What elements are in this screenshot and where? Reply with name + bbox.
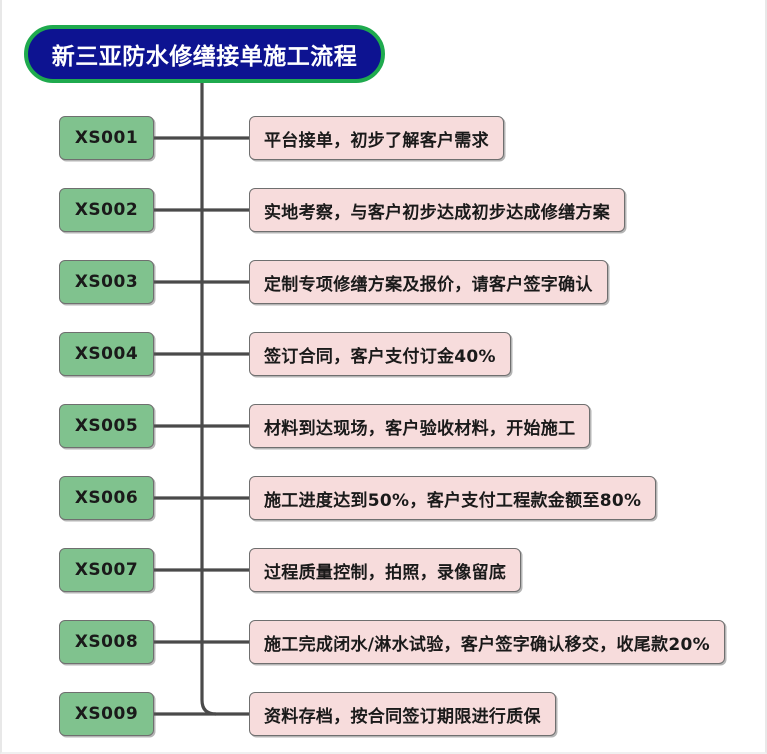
step-code-box[interactable]: XS005: [59, 404, 154, 448]
step-description-label: 施工完成闭水/淋水试验，客户签字确认移交，收尾款20%: [264, 634, 710, 655]
step-code-box[interactable]: XS001: [59, 116, 154, 160]
step-description-box[interactable]: 施工完成闭水/淋水试验，客户签字确认移交，收尾款20%: [249, 620, 725, 664]
step-description-label: 过程质量控制，拍照，录像留底: [264, 562, 507, 583]
step-code-box[interactable]: XS004: [59, 332, 154, 376]
flowchart-title-box: 新三亚防水修缮接单施工流程: [24, 25, 385, 83]
step-code-label: XS004: [74, 344, 139, 364]
step-row: XS005 材料到达现场，客户验收材料，开始施工: [2, 404, 765, 448]
step-description-box[interactable]: 过程质量控制，拍照，录像留底: [249, 548, 522, 592]
step-description-label: 实地考察，与客户初步达成初步达成修缮方案: [264, 202, 610, 223]
step-row: XS009 资料存档，按合同签订期限进行质保: [2, 692, 765, 736]
step-row: XS002 实地考察，与客户初步达成初步达成修缮方案: [2, 188, 765, 232]
step-code-box[interactable]: XS008: [59, 620, 154, 664]
step-code-box[interactable]: XS009: [59, 692, 154, 736]
step-code-label: XS006: [74, 488, 139, 508]
step-description-box[interactable]: 材料到达现场，客户验收材料，开始施工: [249, 404, 591, 448]
step-code-label: XS001: [74, 128, 139, 148]
step-description-box[interactable]: 定制专项修缮方案及报价，请客户签字确认: [249, 260, 608, 304]
step-description-label: 平台接单，初步了解客户需求: [264, 130, 489, 151]
step-code-label: XS009: [74, 704, 139, 724]
step-description-label: 签订合同，客户支付订金40%: [264, 346, 496, 367]
step-code-box[interactable]: XS007: [59, 548, 154, 592]
step-description-label: 施工进度达到50%，客户支付工程款金额至80%: [264, 490, 642, 511]
step-code-label: XS007: [74, 560, 139, 580]
step-code-box[interactable]: XS002: [59, 188, 154, 232]
page-title: 新三亚防水修缮接单施工流程: [51, 44, 358, 70]
step-code-label: XS003: [74, 272, 139, 292]
step-code-label: XS008: [74, 632, 139, 652]
step-description-box[interactable]: 施工进度达到50%，客户支付工程款金额至80%: [249, 476, 657, 520]
step-description-box[interactable]: 资料存档，按合同签订期限进行质保: [249, 692, 556, 736]
step-description-box[interactable]: 平台接单，初步了解客户需求: [249, 116, 504, 160]
step-description-label: 资料存档，按合同签订期限进行质保: [264, 706, 541, 727]
step-code-box[interactable]: XS003: [59, 260, 154, 304]
step-description-label: 定制专项修缮方案及报价，请客户签字确认: [264, 274, 593, 295]
step-row: XS001 平台接单，初步了解客户需求: [2, 116, 765, 160]
step-row: XS007 过程质量控制，拍照，录像留底: [2, 548, 765, 592]
step-code-label: XS005: [74, 416, 139, 436]
step-row: XS004 签订合同，客户支付订金40%: [2, 332, 765, 376]
step-description-box[interactable]: 签订合同，客户支付订金40%: [249, 332, 511, 376]
step-row: XS008 施工完成闭水/淋水试验，客户签字确认移交，收尾款20%: [2, 620, 765, 664]
step-row: XS003 定制专项修缮方案及报价，请客户签字确认: [2, 260, 765, 304]
step-row: XS006 施工进度达到50%，客户支付工程款金额至80%: [2, 476, 765, 520]
step-code-label: XS002: [74, 200, 139, 220]
step-description-label: 材料到达现场，客户验收材料，开始施工: [264, 418, 576, 439]
step-code-box[interactable]: XS006: [59, 476, 154, 520]
step-description-box[interactable]: 实地考察，与客户初步达成初步达成修缮方案: [249, 188, 625, 232]
